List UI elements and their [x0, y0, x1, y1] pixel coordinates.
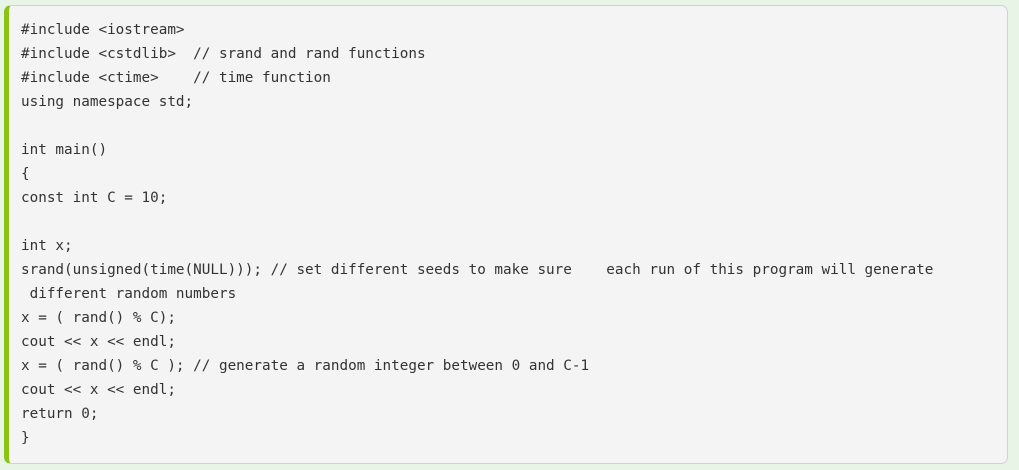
code-line: const int C = 10; — [21, 190, 168, 206]
code-line: #include <cstdlib> // srand and rand fun… — [21, 46, 426, 62]
code-line: x = ( rand() % C); — [21, 310, 176, 326]
code-line: int main() — [21, 142, 108, 158]
code-line: #include <iostream> — [21, 22, 185, 38]
code-line: cout << x << endl; — [21, 382, 176, 398]
code-line: cout << x << endl; — [21, 334, 176, 350]
code-line — [21, 114, 1007, 138]
code-line: using namespace std; — [21, 94, 194, 110]
code-content: #include <iostream> #include <cstdlib> //… — [21, 18, 1007, 450]
code-line: x = ( rand() % C ); // generate a random… — [21, 358, 590, 374]
code-line: #include <ctime> // time function — [21, 70, 331, 86]
code-line: int x; — [21, 238, 73, 254]
code-line: different random numbers — [21, 286, 237, 302]
code-line: return 0; — [21, 406, 99, 422]
code-line — [21, 210, 1007, 234]
code-block: #include <iostream> #include <cstdlib> //… — [4, 5, 1008, 464]
code-line: } — [21, 430, 30, 446]
code-line: { — [21, 166, 30, 182]
code-line: srand(unsigned(time(NULL))); // set diff… — [21, 262, 934, 278]
